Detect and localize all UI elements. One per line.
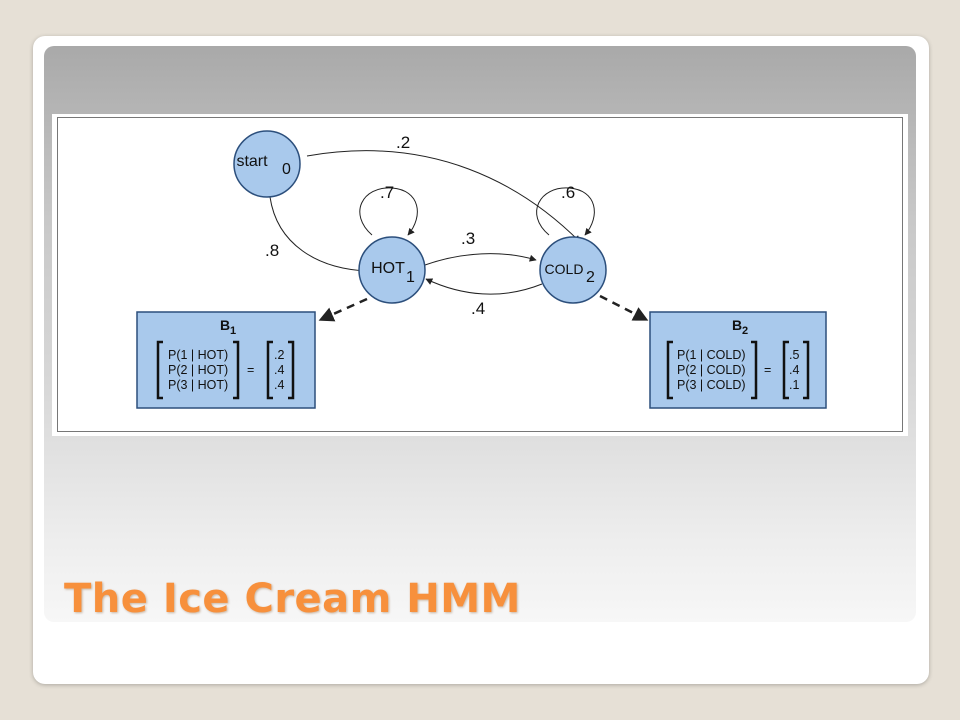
edge-label-hot-self: .7 <box>380 183 394 202</box>
edge-hot-to-cold <box>424 253 537 266</box>
edge-cold-to-b2 <box>599 294 649 322</box>
b2-value-1: .5 <box>789 348 799 362</box>
b2-label: B <box>732 317 742 333</box>
edge-label-cold-self: .6 <box>561 183 575 202</box>
edge-start-to-cold <box>306 150 581 243</box>
node-hot-label: HOT <box>371 260 405 277</box>
b1-value-3: .4 <box>274 378 284 392</box>
emission-box-b1: B 1 P(1 | HOT) P(2 | HOT) P(3 | HOT) = .… <box>136 311 316 409</box>
b1-equals: = <box>247 363 254 377</box>
edge-label-start-cold: .2 <box>396 133 410 152</box>
node-start: start 0 <box>233 130 301 198</box>
node-hot-subscript: 1 <box>406 269 415 286</box>
edge-cold-to-hot <box>425 278 543 295</box>
b1-label: B <box>220 317 230 333</box>
emission-box-b2: B 2 P(1 | COLD) P(2 | COLD) P(3 | COLD) … <box>649 311 827 409</box>
hmm-figure: .2 .8 .7 .6 .3 .4 start 0 HOT 1 COLD 2 <box>52 114 908 436</box>
node-start-label: start <box>236 153 268 170</box>
b1-subscript: 1 <box>230 325 236 337</box>
edge-label-cold-hot: .4 <box>471 299 485 318</box>
edge-cold-self-loop <box>536 187 595 236</box>
b2-row-1: P(1 | COLD) <box>677 348 746 362</box>
b2-row-3: P(3 | COLD) <box>677 378 746 392</box>
edge-label-hot-cold: .3 <box>461 229 475 248</box>
b1-row-1: P(1 | HOT) <box>168 348 228 362</box>
b2-row-2: P(2 | COLD) <box>677 363 746 377</box>
node-cold-subscript: 2 <box>586 269 595 286</box>
node-hot: HOT 1 <box>358 236 426 304</box>
b2-subscript: 2 <box>742 325 748 337</box>
node-cold-label: COLD <box>545 261 584 277</box>
hmm-diagram: .2 .8 .7 .6 .3 .4 start 0 HOT 1 COLD 2 <box>136 130 827 409</box>
edge-label-start-hot: .8 <box>265 241 279 260</box>
node-start-subscript: 0 <box>282 161 291 178</box>
edge-hot-to-b1 <box>318 297 368 322</box>
b2-equals: = <box>764 363 771 377</box>
b1-row-3: P(3 | HOT) <box>168 378 228 392</box>
edge-start-to-hot <box>269 196 369 275</box>
node-cold: COLD 2 <box>539 236 607 304</box>
slide-stage: .2 .8 .7 .6 .3 .4 start 0 HOT 1 COLD 2 <box>44 46 916 622</box>
b1-row-2: P(2 | HOT) <box>168 363 228 377</box>
b2-value-3: .1 <box>789 378 799 392</box>
slide-title: The Ice Cream HMM <box>64 576 521 622</box>
edge-hot-self-loop <box>359 187 418 236</box>
figure-frame <box>57 117 903 432</box>
b2-value-2: .4 <box>789 363 799 377</box>
b1-value-2: .4 <box>274 363 284 377</box>
b1-value-1: .2 <box>274 348 284 362</box>
